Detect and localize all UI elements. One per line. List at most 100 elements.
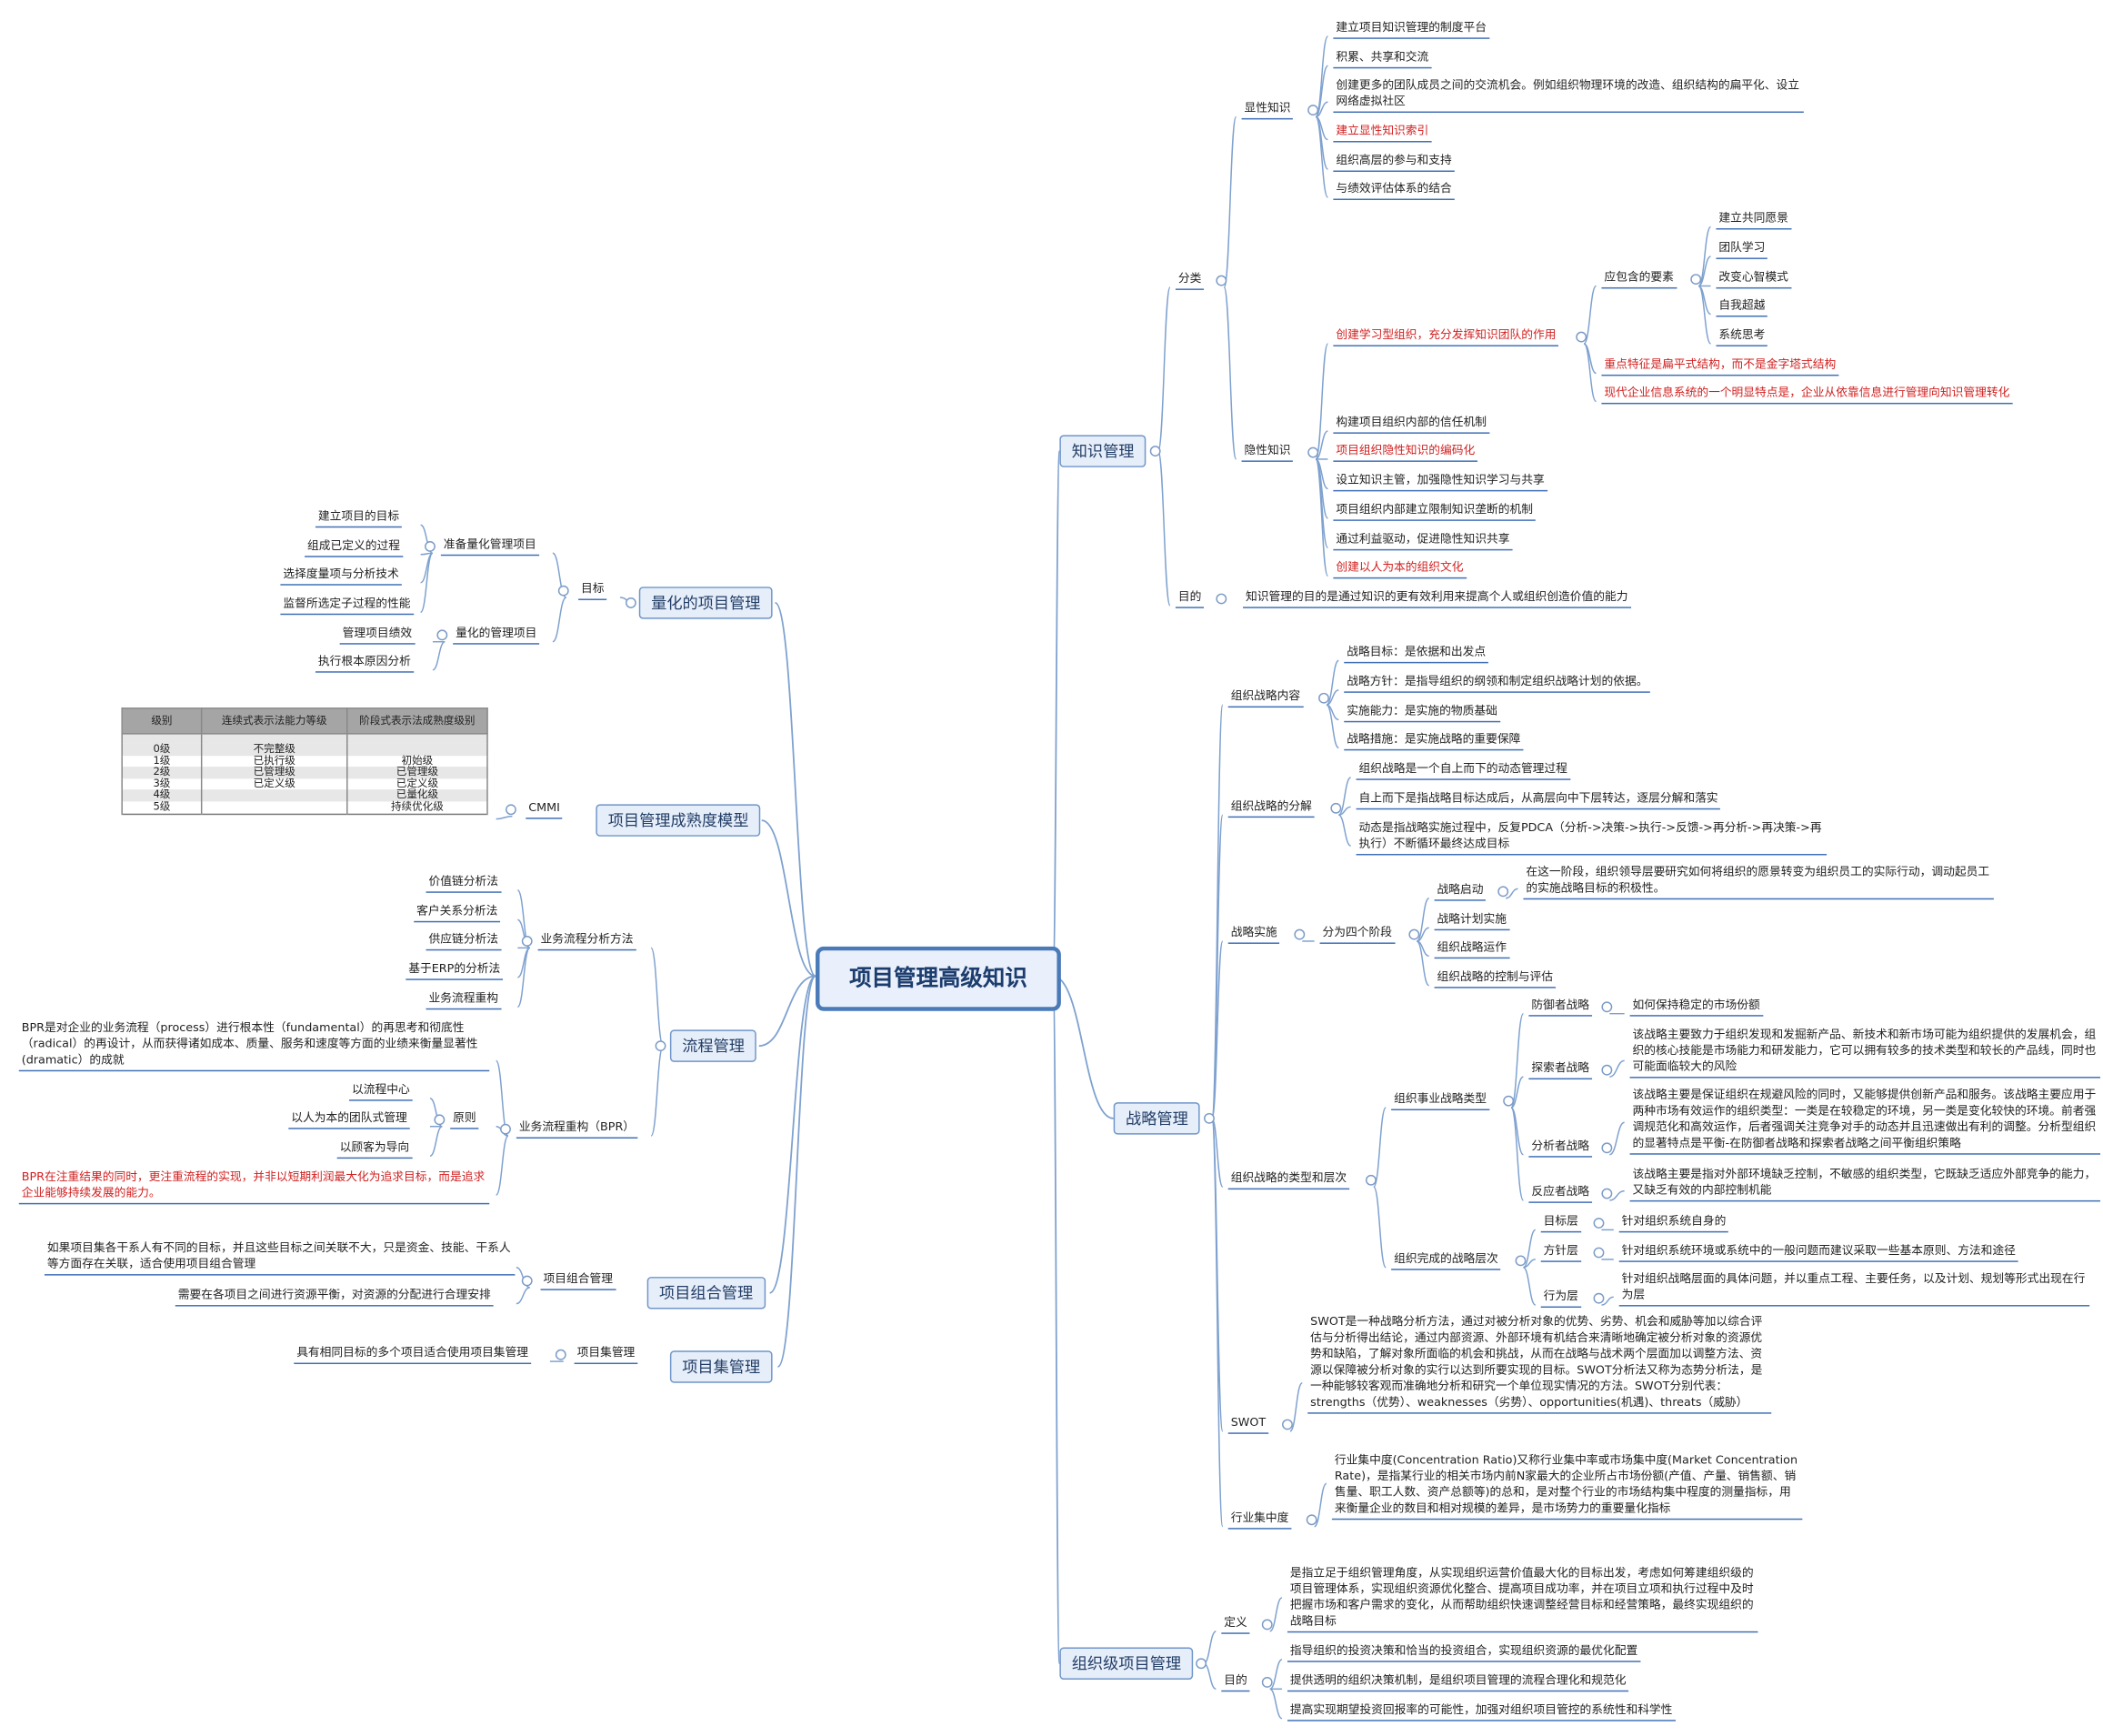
connector-line (1203, 1662, 1217, 1691)
connector-line (1315, 35, 1329, 118)
goal-layer[interactable]: 目标层 (1540, 1214, 1581, 1233)
tacit-knowledge[interactable]: 隐性知识 (1241, 443, 1294, 462)
collapse-toggle[interactable] (625, 597, 636, 608)
swot-label[interactable]: SWOT (1227, 1415, 1269, 1434)
topic-process-management[interactable]: 流程管理 (669, 1029, 757, 1062)
collapse-toggle[interactable] (1261, 1619, 1273, 1631)
strategy-types[interactable]: 组织战略的类型和层次 (1227, 1170, 1350, 1190)
topic-portfolio-management[interactable]: 项目组合管理 (646, 1277, 766, 1310)
explicit-item: 组织高层的参与和支持 (1333, 153, 1455, 172)
strategy-launch[interactable]: 战略启动 (1434, 882, 1487, 901)
topic-knowledge-management[interactable]: 知识管理 (1059, 435, 1147, 467)
portfolio-item: 如果项目集各干系人有不同的目标，并且这些目标之间关联不大，只是资金、技能、干系人… (44, 1240, 516, 1276)
collapse-toggle[interactable] (1593, 1218, 1605, 1229)
connector-line (1315, 458, 1329, 577)
quant-prepare-item: 选择度量项与分析技术 (280, 567, 402, 586)
action-layer[interactable]: 行为层 (1540, 1289, 1581, 1309)
topic-strategy-management[interactable]: 战略管理 (1113, 1102, 1201, 1135)
collapse-toggle[interactable] (521, 936, 533, 947)
connector-line (1506, 888, 1518, 899)
cmmi-label[interactable]: CMMI (526, 800, 563, 819)
collapse-toggle[interactable] (1497, 886, 1509, 898)
table-row: 5级持续优化级 (121, 800, 488, 814)
explicit-item: 建立项目知识管理的制度平台 (1333, 20, 1489, 39)
program-label[interactable]: 项目集管理 (574, 1345, 638, 1365)
topic-program-management[interactable]: 项目集管理 (669, 1350, 773, 1383)
collapse-toggle[interactable] (555, 1349, 566, 1360)
policy-layer[interactable]: 方针层 (1540, 1243, 1581, 1262)
collapse-toggle[interactable] (655, 1040, 666, 1052)
connector-line (1510, 1076, 1524, 1109)
strategy-content[interactable]: 组织战略内容 (1227, 688, 1304, 708)
strategy-content-item: 实施能力：是实施的物质基础 (1344, 704, 1500, 723)
collapse-toggle[interactable] (425, 540, 436, 552)
business-strategy-types[interactable]: 组织事业战略类型 (1391, 1091, 1490, 1110)
collapse-toggle[interactable] (1365, 1174, 1377, 1186)
root-topic[interactable]: 项目管理高级知识 (816, 946, 1061, 1011)
collapse-toggle[interactable] (1282, 1419, 1293, 1430)
topic-quantitative-pm[interactable]: 量化的项目管理 (638, 587, 773, 619)
collapse-toggle[interactable] (1408, 928, 1420, 940)
collapse-toggle[interactable] (500, 1123, 511, 1135)
process-methods[interactable]: 业务流程分析方法 (537, 932, 636, 951)
org-pm-definition-label[interactable]: 定义 (1221, 1615, 1250, 1634)
collapse-toggle[interactable] (1601, 1001, 1613, 1013)
table-row: 1级已执行级初始级 (121, 755, 488, 768)
four-phases[interactable]: 分为四个阶段 (1319, 925, 1395, 944)
collapse-toggle[interactable] (1307, 447, 1319, 458)
collapse-toggle[interactable] (521, 1275, 533, 1287)
analyzer-strategy[interactable]: 分析者战略 (1528, 1139, 1593, 1158)
collapse-toggle[interactable] (1690, 274, 1702, 285)
concentration-label[interactable]: 行业集中度 (1227, 1510, 1292, 1530)
collapse-toggle[interactable] (1515, 1255, 1527, 1267)
collapse-toggle[interactable] (1601, 1142, 1613, 1154)
quant-prepare[interactable]: 准备量化管理项目 (440, 537, 539, 557)
bpr-principle[interactable]: 原则 (450, 1110, 479, 1129)
collapse-toggle[interactable] (557, 585, 569, 597)
element-item: 自我超越 (1716, 298, 1768, 317)
collapse-toggle[interactable] (1593, 1292, 1605, 1304)
collapse-toggle[interactable] (1204, 1112, 1215, 1124)
collapse-toggle[interactable] (1601, 1064, 1613, 1076)
collapse-toggle[interactable] (1294, 928, 1306, 940)
collapse-toggle[interactable] (1149, 446, 1161, 457)
connector-line (1337, 777, 1352, 816)
explicit-knowledge[interactable]: 显性知识 (1241, 101, 1294, 120)
quant-goal[interactable]: 目标 (578, 581, 607, 600)
collapse-toggle[interactable] (434, 1114, 446, 1126)
collapse-toggle[interactable] (1601, 1188, 1613, 1199)
reactor-strategy[interactable]: 反应者战略 (1528, 1184, 1593, 1203)
strategy-levels[interactable]: 组织完成的战略层次 (1391, 1251, 1501, 1270)
collapse-toggle[interactable] (1306, 1514, 1317, 1526)
strategy-implement[interactable]: 战略实施 (1227, 925, 1280, 944)
collapse-toggle[interactable] (1576, 331, 1587, 343)
portfolio-label[interactable]: 项目组合管理 (540, 1271, 616, 1290)
knowledge-purpose-label[interactable]: 目的 (1175, 589, 1205, 608)
collapse-toggle[interactable] (1261, 1677, 1273, 1688)
topic-org-project-management[interactable]: 组织级项目管理 (1059, 1647, 1194, 1680)
collapse-toggle[interactable] (1318, 692, 1329, 704)
collapse-toggle[interactable] (1593, 1247, 1605, 1259)
collapse-toggle[interactable] (1330, 802, 1342, 814)
strategy-decompose[interactable]: 组织战略的分解 (1227, 798, 1315, 818)
collapse-toggle[interactable] (1216, 275, 1227, 286)
knowledge-classify[interactable]: 分类 (1175, 271, 1205, 290)
elements-label[interactable]: 应包含的要素 (1601, 270, 1677, 289)
collapse-toggle[interactable] (1196, 1658, 1207, 1670)
collapse-toggle[interactable] (1216, 593, 1227, 605)
connector-line (1157, 286, 1171, 452)
collapse-toggle[interactable] (506, 804, 516, 816)
collapse-toggle[interactable] (436, 629, 448, 641)
table-row: 0级不完整级 (121, 743, 488, 756)
topic-maturity-model[interactable]: 项目管理成熟度模型 (596, 804, 761, 837)
defender-text: 如何保持稳定的市场份额 (1629, 998, 1763, 1017)
connector-line (1583, 343, 1597, 403)
bpr-label[interactable]: 业务流程重构（BPR） (516, 1119, 638, 1139)
prospector-strategy[interactable]: 探索者战略 (1528, 1060, 1593, 1080)
collapse-toggle[interactable] (1503, 1095, 1515, 1107)
org-pm-purpose-label[interactable]: 目的 (1221, 1673, 1250, 1692)
collapse-toggle[interactable] (1307, 105, 1319, 115)
connector-line (1313, 1482, 1327, 1528)
quant-manage[interactable]: 量化的管理项目 (453, 626, 540, 645)
defender-strategy[interactable]: 防御者战略 (1528, 998, 1593, 1017)
